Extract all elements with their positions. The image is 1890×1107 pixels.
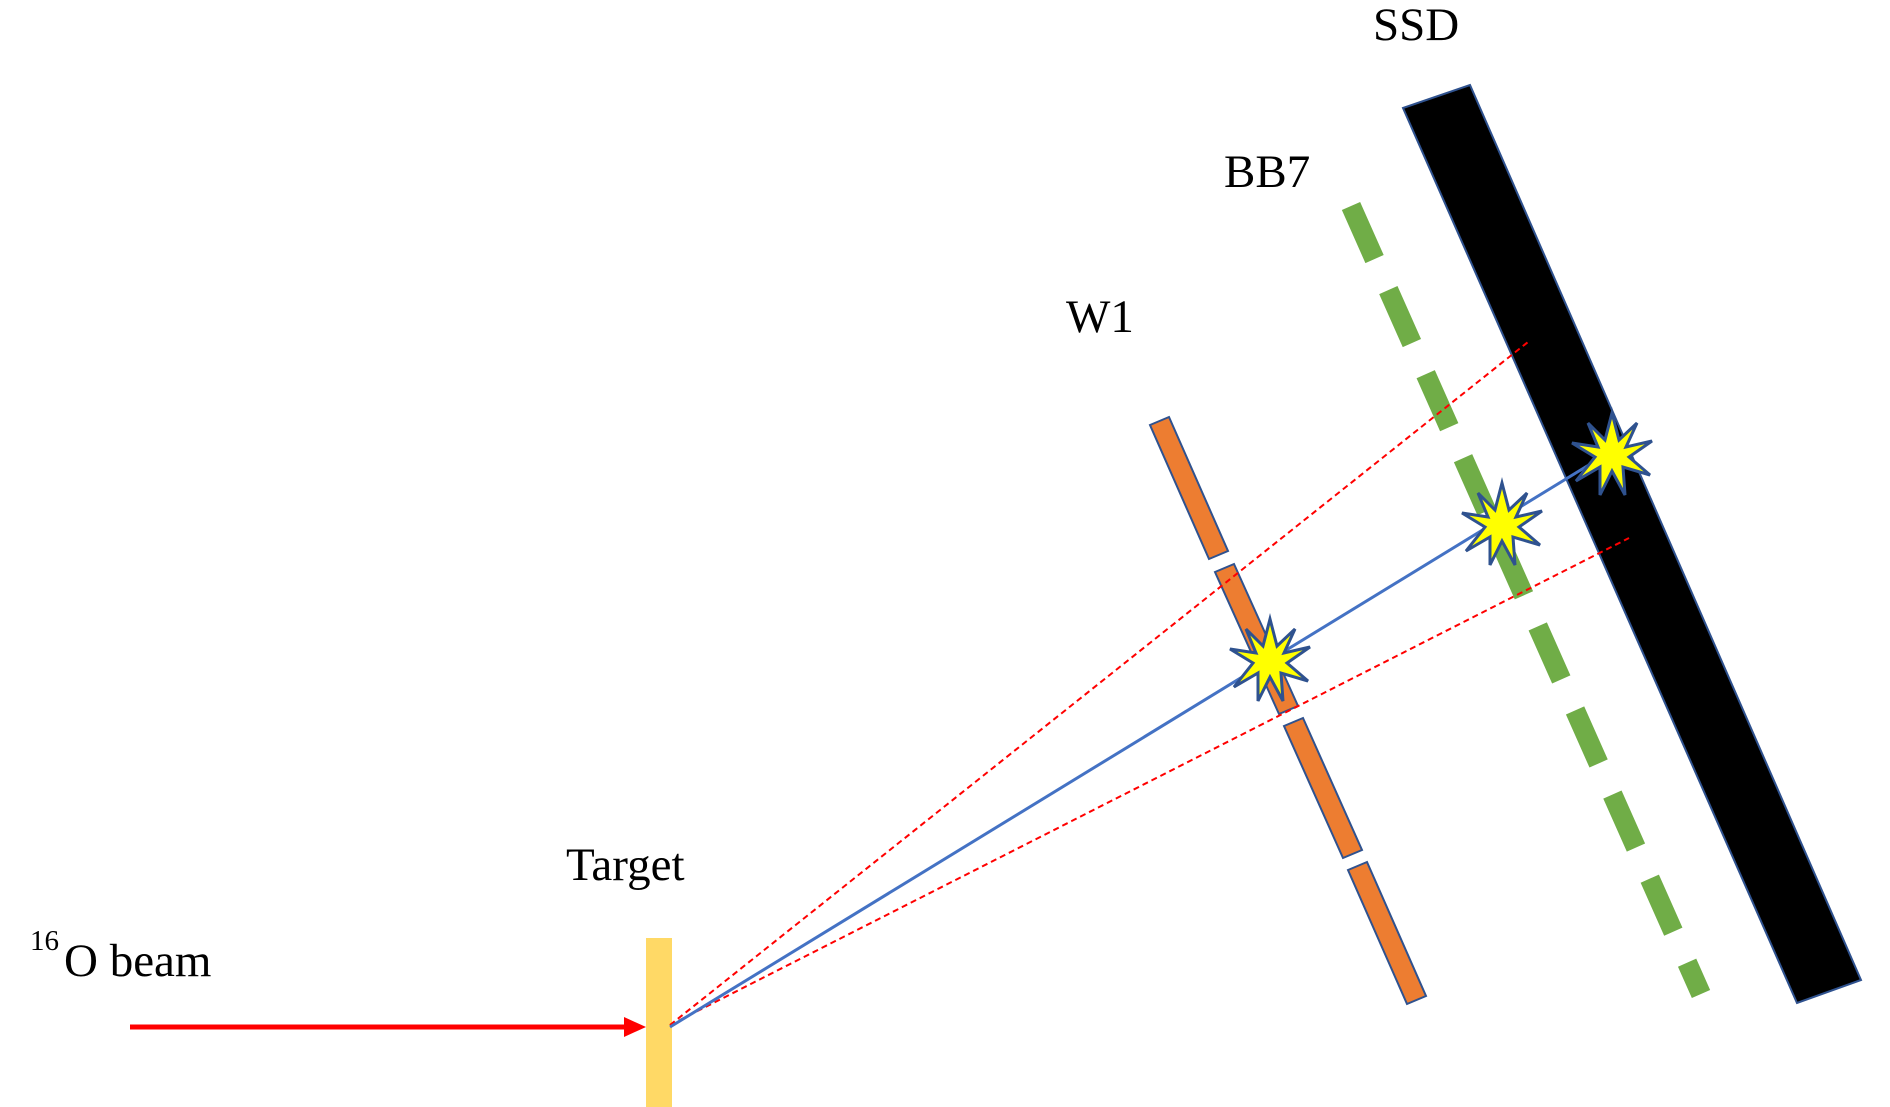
target-label: Target xyxy=(566,839,685,891)
w1-label: W1 xyxy=(1066,291,1134,343)
beam-label-text: O beam xyxy=(64,935,211,987)
beam-label: 16 O beam xyxy=(30,925,211,987)
target xyxy=(646,938,672,1107)
hit-marker-bb7 xyxy=(1461,477,1543,566)
w1-segment xyxy=(1148,415,1230,561)
ssd-detector xyxy=(1401,83,1863,1005)
acceptance-line-upper xyxy=(669,341,1529,1026)
hit-marker-ssd xyxy=(1571,407,1653,496)
bb7-detector xyxy=(1341,201,1711,999)
beam-label-superscript: 16 xyxy=(30,925,59,957)
w1-segment xyxy=(1346,860,1428,1006)
beam-arrow xyxy=(130,1017,646,1037)
particle-track xyxy=(669,447,1616,1029)
hit-marker-w1 xyxy=(1229,613,1311,702)
ssd-label: SSD xyxy=(1373,0,1459,51)
acceptance-line-lower xyxy=(669,537,1630,1026)
w1-segment xyxy=(1282,716,1364,860)
bb7-label: BB7 xyxy=(1224,146,1310,198)
